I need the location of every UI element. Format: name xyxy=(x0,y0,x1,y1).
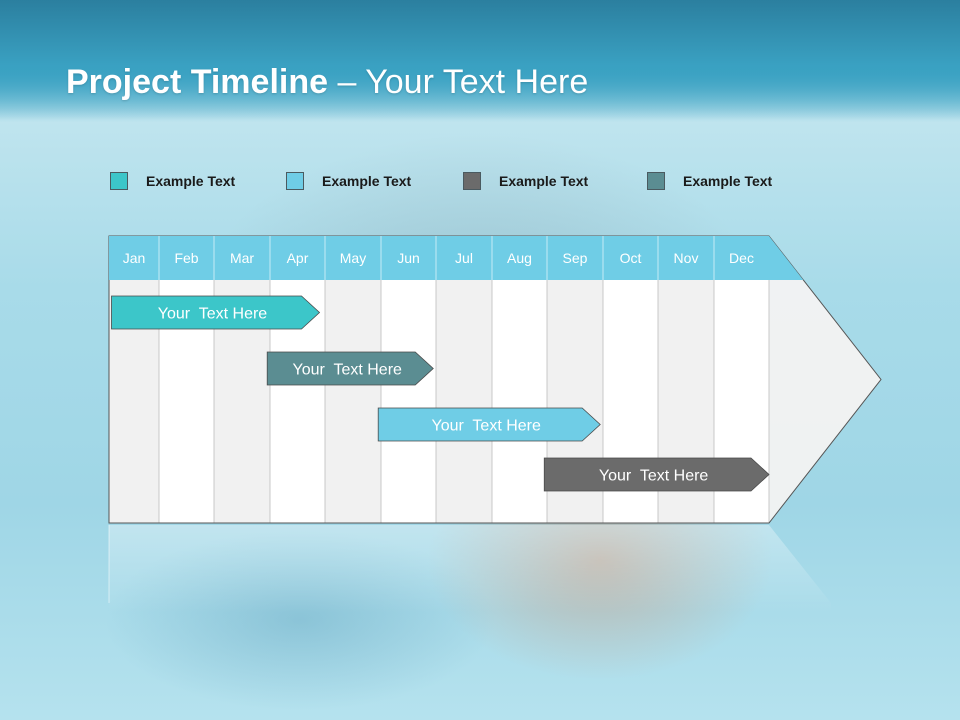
month-label: Jul xyxy=(455,250,473,266)
legend: Example Text Example Text Example Text E… xyxy=(0,170,960,194)
title-band xyxy=(0,0,960,120)
month-label: Aug xyxy=(507,250,532,266)
task-bar: Your Text Here xyxy=(266,351,434,386)
legend-swatch xyxy=(463,172,481,190)
month-header: Jan Feb Mar Apr May Jun Jul Aug Sep Oct Nov Dec xyxy=(109,236,804,280)
task-bar-shape xyxy=(111,295,321,330)
task-bar-label: Your Text Here xyxy=(158,306,268,323)
task-bar-label: Your Text Here xyxy=(293,362,403,379)
legend-label: Example Text xyxy=(683,173,773,189)
legend-swatch xyxy=(110,172,128,190)
task-bar: Your Text Here xyxy=(543,457,770,492)
legend-swatch xyxy=(647,172,665,190)
slide-title-bold: Project Timeline xyxy=(66,63,329,101)
month-label: Mar xyxy=(230,250,254,266)
header-band xyxy=(109,236,769,280)
task-bar: Your Text Here xyxy=(377,407,601,442)
slide-title-rest: – Your Text Here xyxy=(328,63,589,101)
month-label: Nov xyxy=(674,250,699,266)
task-bar-label: Your Text Here xyxy=(599,468,709,485)
month-label: Jun xyxy=(397,250,420,266)
task-bar-shape xyxy=(266,351,434,386)
month-label: Dec xyxy=(729,250,754,266)
legend-label: Example Text xyxy=(322,173,412,189)
legend-label: Example Text xyxy=(499,173,589,189)
month-label: Feb xyxy=(174,250,198,266)
header-tip xyxy=(769,236,804,280)
month-column xyxy=(492,280,547,523)
month-label: Oct xyxy=(620,250,642,266)
month-column xyxy=(436,280,492,523)
month-label: Sep xyxy=(563,250,588,266)
month-label: May xyxy=(340,250,366,266)
reflection-shape xyxy=(109,525,831,613)
task-bar-shape xyxy=(543,457,770,492)
slide-title: Project Timeline – Your Text Here xyxy=(66,60,588,104)
month-column xyxy=(325,280,381,523)
timeline-reflection xyxy=(108,525,831,613)
task-bar: Your Text Here xyxy=(111,295,321,330)
month-column xyxy=(381,280,436,523)
task-bar-label: Your Text Here xyxy=(431,418,541,435)
task-bar-shape xyxy=(377,407,601,442)
legend-label: Example Text xyxy=(146,173,236,189)
legend-swatch xyxy=(286,172,304,190)
month-label: Apr xyxy=(287,250,309,266)
month-label: Jan xyxy=(123,250,146,266)
